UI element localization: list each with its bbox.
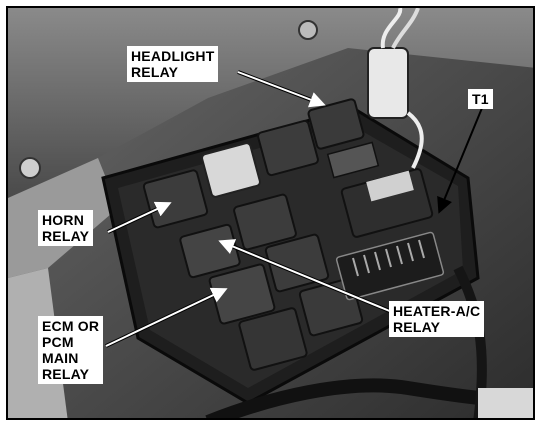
headlight-relay-label: HEADLIGHT RELAY	[127, 46, 219, 82]
wire	[380, 8, 403, 49]
bolt	[19, 157, 41, 179]
bracket	[478, 388, 533, 418]
horn-relay-label: HORN RELAY	[38, 210, 94, 246]
t1-label: T1	[468, 89, 493, 109]
wire	[406, 111, 424, 169]
white-connector	[367, 47, 409, 119]
wire	[391, 8, 420, 49]
ecm-pcm-main-relay-label: ECM OR PCM MAIN RELAY	[38, 316, 104, 384]
heater-ac-relay-label: HEATER-A/C RELAY	[389, 301, 485, 337]
bolt	[298, 20, 318, 40]
